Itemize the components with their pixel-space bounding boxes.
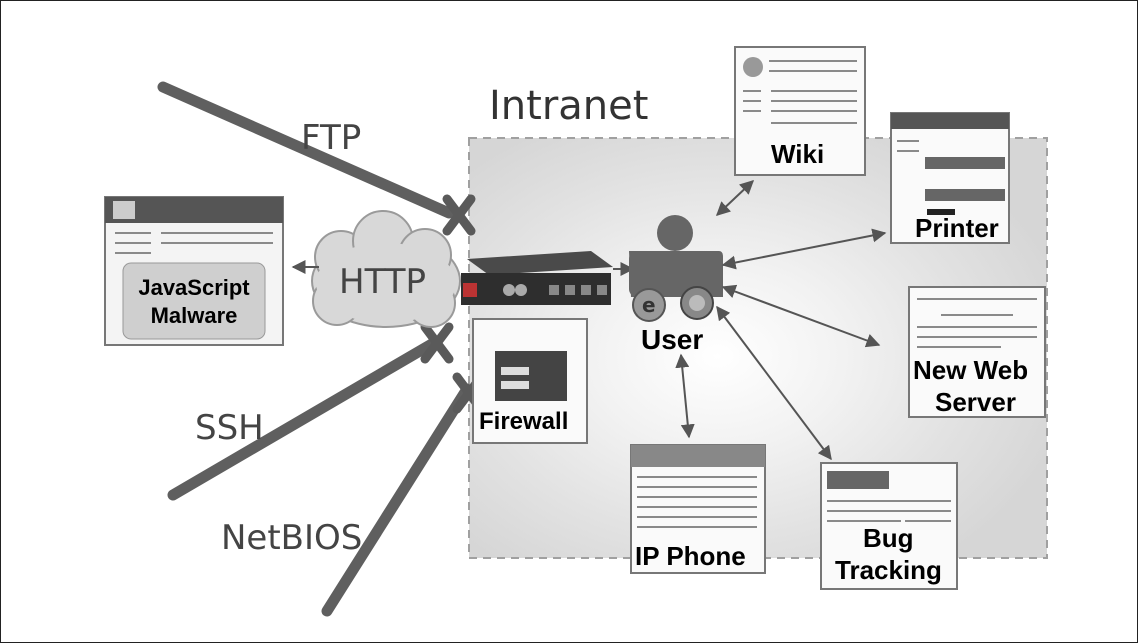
web-server-label-line2: Server	[935, 387, 1016, 417]
printer-thumbnail: Printer	[890, 112, 1010, 244]
netbios-label: NetBIOS	[221, 518, 362, 558]
ftp-blocked-x-icon	[442, 194, 476, 236]
web-server-thumbnail: New Web Server	[908, 286, 1046, 418]
user-wiki-link	[715, 180, 755, 216]
user-ipphone-link	[675, 353, 695, 439]
router-appliance	[461, 251, 613, 305]
user-bugtracking-link	[716, 305, 832, 461]
bug-tracking-thumbnail: Bug Tracking	[820, 462, 958, 590]
user-printer-link	[721, 228, 887, 270]
ie-browser-icon	[632, 288, 666, 322]
http-label: HTTP	[339, 262, 426, 302]
firewall-thumbnail: Firewall	[472, 318, 588, 444]
printer-label: Printer	[915, 213, 999, 243]
wiki-label: Wiki	[771, 139, 824, 169]
malware-webpage: JavaScript Malware	[104, 196, 284, 346]
user-figure: e User	[629, 215, 723, 355]
malware-label-line2: Malware	[151, 303, 238, 328]
malware-label-line1: JavaScript	[138, 275, 250, 300]
bug-label-line1: Bug	[863, 523, 914, 553]
firewall-label: Firewall	[479, 408, 568, 435]
wiki-thumbnail: Wiki	[734, 46, 866, 176]
ssh-label: SSH	[195, 408, 264, 448]
svg-text:e: e	[642, 293, 656, 317]
ssh-arrow	[167, 335, 443, 501]
intranet-title: Intranet	[489, 83, 648, 129]
ftp-label: FTP	[301, 118, 361, 158]
ip-phone-thumbnail: IP Phone	[630, 444, 766, 574]
user-head-icon	[657, 215, 693, 251]
http-cloud	[311, 210, 461, 328]
bug-label-line2: Tracking	[835, 555, 942, 585]
web-server-label-line1: New Web	[913, 355, 1028, 385]
netbios-arrow	[321, 383, 473, 617]
ip-phone-label: IP Phone	[635, 541, 746, 571]
ftp-arrow	[157, 81, 455, 219]
user-label: User	[641, 324, 703, 355]
ssh-blocked-x-icon	[420, 322, 454, 364]
